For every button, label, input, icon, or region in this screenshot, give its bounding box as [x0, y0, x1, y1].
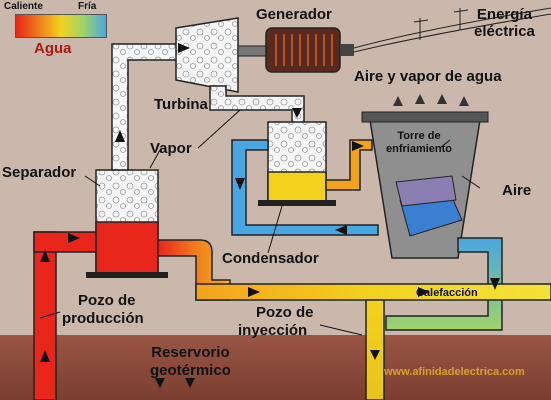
electric-energy-line2: eléctrica [474, 23, 535, 40]
injection-well-label: Pozo de inyección [238, 304, 314, 340]
power-lines [353, 7, 551, 53]
legend-hot-label: Caliente [4, 1, 43, 12]
generator-body [265, 27, 341, 73]
electric-energy-label: Energía eléctrica [474, 6, 535, 40]
production-well-line2: producción [62, 310, 144, 327]
turbine-label: Turbina [154, 96, 208, 113]
legend-water-label: Agua [34, 40, 72, 57]
condenser-label: Condensador [222, 250, 319, 267]
watermark-link[interactable]: www.afinidadelectrica.com [384, 366, 525, 378]
air-label: Aire [502, 182, 532, 199]
cooling-supply-pipe [325, 139, 373, 191]
separator-label: Separador [2, 164, 77, 181]
separator-base [86, 272, 168, 278]
cooling-tower-line2: enfriamiento [386, 143, 453, 155]
turbine-housing [175, 17, 239, 93]
ground [0, 335, 551, 400]
leader-lines [39, 109, 481, 336]
generator-shaft [237, 45, 267, 57]
tower-drain-pipe [385, 237, 503, 331]
injection-well-line2: inyección [238, 322, 308, 339]
air-vapor-arrows [393, 94, 469, 106]
production-well-line1: Pozo de [78, 292, 136, 309]
generator-output [340, 44, 354, 56]
cooling-tower-label: Torre de enfriamiento [386, 130, 452, 156]
flow-arrows [40, 43, 500, 388]
cooling-tower-line1: Torre de [397, 130, 441, 142]
exhaust-pipe [209, 85, 305, 127]
reservoir-line1: Reservorio [151, 344, 230, 361]
vapor-label: Vapor [150, 140, 192, 157]
production-well-label: Pozo de producción [62, 292, 144, 328]
legend-cold-label: Fría [78, 1, 97, 12]
reservoir-label: Reservorio geotérmico [150, 344, 231, 380]
reservoir-line2: geotérmico [150, 362, 231, 379]
heating-label: Calefacción [416, 287, 478, 299]
generator-label: Generador [256, 6, 332, 23]
electric-energy-line1: Energía [476, 6, 532, 23]
temperature-legend-bar [15, 14, 107, 38]
cooling-return-pipe [231, 139, 379, 236]
condenser-base [258, 200, 336, 206]
generator-coils [275, 34, 333, 66]
air-vapor-label: Aire y vapor de agua [354, 68, 502, 85]
cooling-tower-spray [395, 175, 457, 207]
separator-water [95, 221, 159, 277]
condenser-water [267, 171, 327, 203]
cooling-tower-top [361, 111, 489, 123]
injection-well-line1: Pozo de [256, 304, 314, 321]
